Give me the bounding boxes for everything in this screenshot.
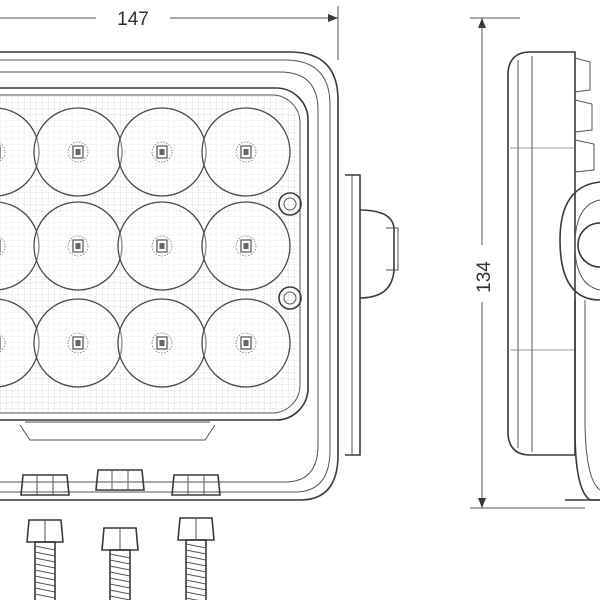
mounting-bolt xyxy=(171,474,221,600)
width-dimension: 147 xyxy=(0,6,339,60)
width-dimension-label: 147 xyxy=(117,9,149,30)
led-chip xyxy=(156,145,168,159)
led-chip xyxy=(72,239,84,253)
led-chip xyxy=(240,336,252,350)
led-reflector xyxy=(201,107,291,197)
height-dimension: 134 xyxy=(470,17,585,509)
led-chip xyxy=(240,145,252,159)
led-chip xyxy=(156,239,168,253)
swivel-mount xyxy=(559,181,600,501)
led-reflector xyxy=(117,201,207,291)
lens-lower-lip xyxy=(19,424,216,441)
led-reflector xyxy=(33,298,123,388)
led-chip xyxy=(72,145,84,159)
led-reflector xyxy=(117,107,207,197)
front-view xyxy=(0,51,399,600)
led-reflector xyxy=(33,201,123,291)
side-housing-outline xyxy=(507,51,576,456)
led-array xyxy=(0,107,291,388)
led-reflector xyxy=(0,107,40,197)
led-reflector xyxy=(201,201,291,291)
front-screw-upper xyxy=(278,192,302,216)
led-chip xyxy=(240,239,252,253)
led-reflector xyxy=(201,298,291,388)
led-reflector xyxy=(33,107,123,197)
lens-frame xyxy=(0,87,309,421)
side-view: 134 xyxy=(470,17,600,509)
led-chip xyxy=(72,336,84,350)
front-screw-lower xyxy=(278,286,302,310)
height-dimension-label: 134 xyxy=(474,261,495,293)
mounting-bolt xyxy=(95,469,145,600)
led-reflector xyxy=(0,201,40,291)
mounting-bolts xyxy=(20,469,221,600)
lens-texture xyxy=(0,95,300,413)
mounting-bolt xyxy=(20,474,70,600)
side-knob xyxy=(359,209,395,299)
front-housing-outline xyxy=(0,51,339,501)
led-chip xyxy=(156,336,168,350)
led-reflector xyxy=(117,298,207,388)
cooling-fins xyxy=(510,57,595,351)
led-reflector xyxy=(0,298,40,388)
